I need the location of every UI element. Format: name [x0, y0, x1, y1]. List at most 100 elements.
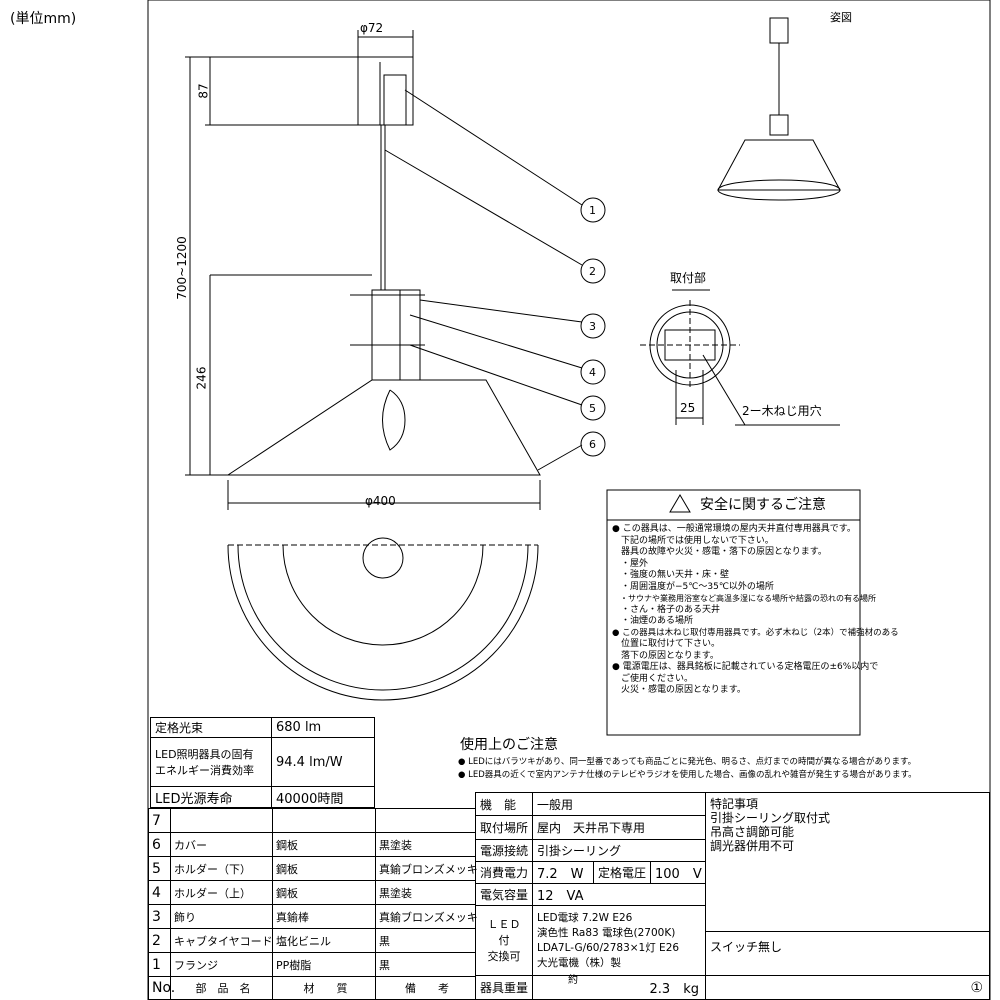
spec-value: 一般用: [532, 792, 706, 816]
parts-cell-material: PP樹脂: [272, 952, 376, 977]
parts-header-note: 備 考: [375, 976, 476, 1000]
dim-25: 25: [680, 401, 696, 415]
safety-box: [606, 489, 861, 736]
led-line: 大光電機（株）製: [537, 956, 621, 969]
perf-label: LED光源寿命: [150, 786, 272, 808]
spec-value: 屋内 天井吊下専用: [532, 815, 706, 840]
perf-value: 40000時間: [271, 786, 375, 808]
usage-line: ● LEDにはバラツキがあり、同一型番であっても商品ごとに発光色、明るさ、点灯ま…: [458, 757, 917, 767]
usage-line: ● LED器具の近くで室内アンテナ仕様のテレビやラジオを使用した場合、画像の乱れ…: [458, 770, 917, 780]
spec-label: 定格電圧: [593, 861, 651, 884]
spec-label: 機 能: [475, 792, 533, 816]
special-notes: 特記事項引掛シーリング取付式吊高さ調節可能調光器併用不可: [705, 792, 990, 932]
safety-line: ・強度の無い天井・床・壁: [612, 570, 730, 580]
safety-line: ご使用ください。: [612, 673, 694, 684]
perf-label: LED照明器具の固有エネルギー消費効率: [150, 737, 272, 787]
spec-label: 電源接続: [475, 839, 533, 862]
led-line: LED電球 7.2W E26: [537, 911, 633, 924]
usage-title: 使用上のご注意: [460, 737, 558, 753]
safety-line: ・さん・格子のある天井: [612, 604, 721, 615]
parts-cell-name: キャブタイヤコード: [170, 928, 273, 953]
parts-cell-no: 6: [148, 832, 171, 857]
parts-cell-note: 真鍮ブロンズメッキ: [375, 856, 478, 881]
weight-approx: 約: [568, 975, 578, 986]
safety-title: 安全に関するご注意: [700, 497, 826, 513]
view-label: 姿図: [830, 11, 852, 24]
spec-label: 電気容量: [475, 883, 533, 906]
parts-cell-note: 黒塗装: [375, 880, 476, 905]
safety-line: 火災・感電の原因となります。: [612, 685, 746, 695]
special-line: 調光器併用不可: [710, 839, 795, 853]
spec-label: 器具重量: [475, 975, 533, 1000]
special-line: 吊高さ調節可能: [710, 825, 795, 839]
callout-6: 6: [589, 438, 596, 451]
parts-cell-material: 鋼板: [272, 856, 376, 881]
led-label: 付: [498, 933, 510, 947]
callout-1: 1: [589, 204, 596, 217]
callout-3: 3: [589, 320, 596, 333]
safety-line: ・周囲温度が−5℃〜35℃以外の場所: [612, 581, 774, 592]
safety-line: 位置に取付けて下さい。: [612, 639, 721, 649]
safety-line: 下記の場所では使用しないで下さい。: [612, 535, 774, 546]
parts-cell-material: 鋼板: [272, 880, 376, 905]
safety-line: ● この器具は、一般通常環境の屋内天井直付専用器具です。: [612, 524, 856, 534]
bulb: [382, 389, 406, 451]
shade: [226, 379, 541, 476]
parts-cell-no: 4: [148, 880, 171, 905]
special-line: 引掛シーリング取付式: [710, 811, 831, 825]
page-number: ①: [705, 975, 990, 1000]
spec-label: 取付場所: [475, 815, 533, 840]
parts-cell-no: 3: [148, 904, 171, 929]
safety-line: 器具の故障や火災・感電・落下の原因となります。: [612, 547, 827, 557]
parts-cell-note: 黒: [375, 928, 476, 953]
parts-cell-material: [272, 808, 376, 833]
safety-line: ・屋外: [612, 558, 649, 569]
dim-700-1200: 700~1200: [174, 236, 189, 300]
parts-cell-name: フランジ: [170, 952, 273, 977]
parts-cell-note: 黒塗装: [375, 832, 476, 857]
parts-cell-note: [375, 808, 476, 833]
parts-cell-no: 5: [148, 856, 171, 881]
spec-value: 引掛シーリング: [532, 839, 706, 862]
bottom-view: [227, 544, 539, 701]
parts-cell-name: ホルダー（下）: [170, 856, 273, 881]
mount-label: 取付部: [670, 271, 707, 285]
callout-circles: [580, 197, 606, 457]
safety-line: ・サウナや業務用浴室など高温多湿になる場所や結露の恐れの有る場所: [612, 594, 876, 603]
spec-label: 消費電力: [475, 861, 533, 884]
led-line: LDA7L-G/60/2783×1灯 E26: [537, 941, 680, 954]
mount-detail: [640, 289, 840, 426]
switch-note: スイッチ無し: [705, 931, 990, 976]
frame: [147, 0, 991, 1000]
spec-value: 100 V: [650, 861, 706, 884]
dim-diameter-400: φ400: [365, 494, 396, 508]
safety-line: ● 電源電圧は、器具銘板に記載されている定格電圧の±6%以内で: [612, 662, 879, 672]
parts-cell-note: 真鍮ブロンズメッキ: [375, 904, 478, 929]
parts-cell-no: 7: [148, 808, 171, 833]
special-title: 特記事項: [710, 797, 759, 811]
spec-value: 7.2 W: [532, 861, 594, 884]
perf-label: 定格光束: [150, 717, 272, 738]
screw-hole-label: 2ー木ねじ用穴: [742, 404, 822, 418]
spec-value: 12 VA: [532, 883, 706, 906]
dim-diameter-72: φ72: [360, 21, 384, 35]
parts-cell-name: ホルダー（上）: [170, 880, 273, 905]
spec-value: LED電球 7.2W E26 演色性 Ra83 電球色(2700K) LDA7L-G…: [532, 905, 706, 976]
perf-label-line: LED照明器具の固有: [155, 748, 254, 761]
callout-4: 4: [589, 366, 596, 379]
dim-87: 87: [196, 83, 211, 99]
safety-line: ・油煙のある場所: [612, 616, 694, 626]
perf-value: 680 lm: [271, 717, 375, 738]
parts-header-no: No.: [148, 976, 175, 1000]
weight-value: 2.3 kg: [532, 975, 706, 1000]
canopy: [357, 56, 414, 126]
safety-notes: ● この器具は、一般通常環境の屋内天井直付専用器具です。 下記の場所では使用しな…: [612, 524, 899, 697]
perf-value: 94.4 lm/W: [271, 737, 375, 787]
dim-246: 246: [194, 366, 209, 390]
led-line: 演色性 Ra83 電球色(2700K): [537, 926, 676, 939]
perf-label-line: エネルギー消費効率: [155, 764, 254, 777]
parts-cell-name: カバー: [170, 832, 273, 857]
unit-label: (単位mm): [10, 11, 77, 27]
